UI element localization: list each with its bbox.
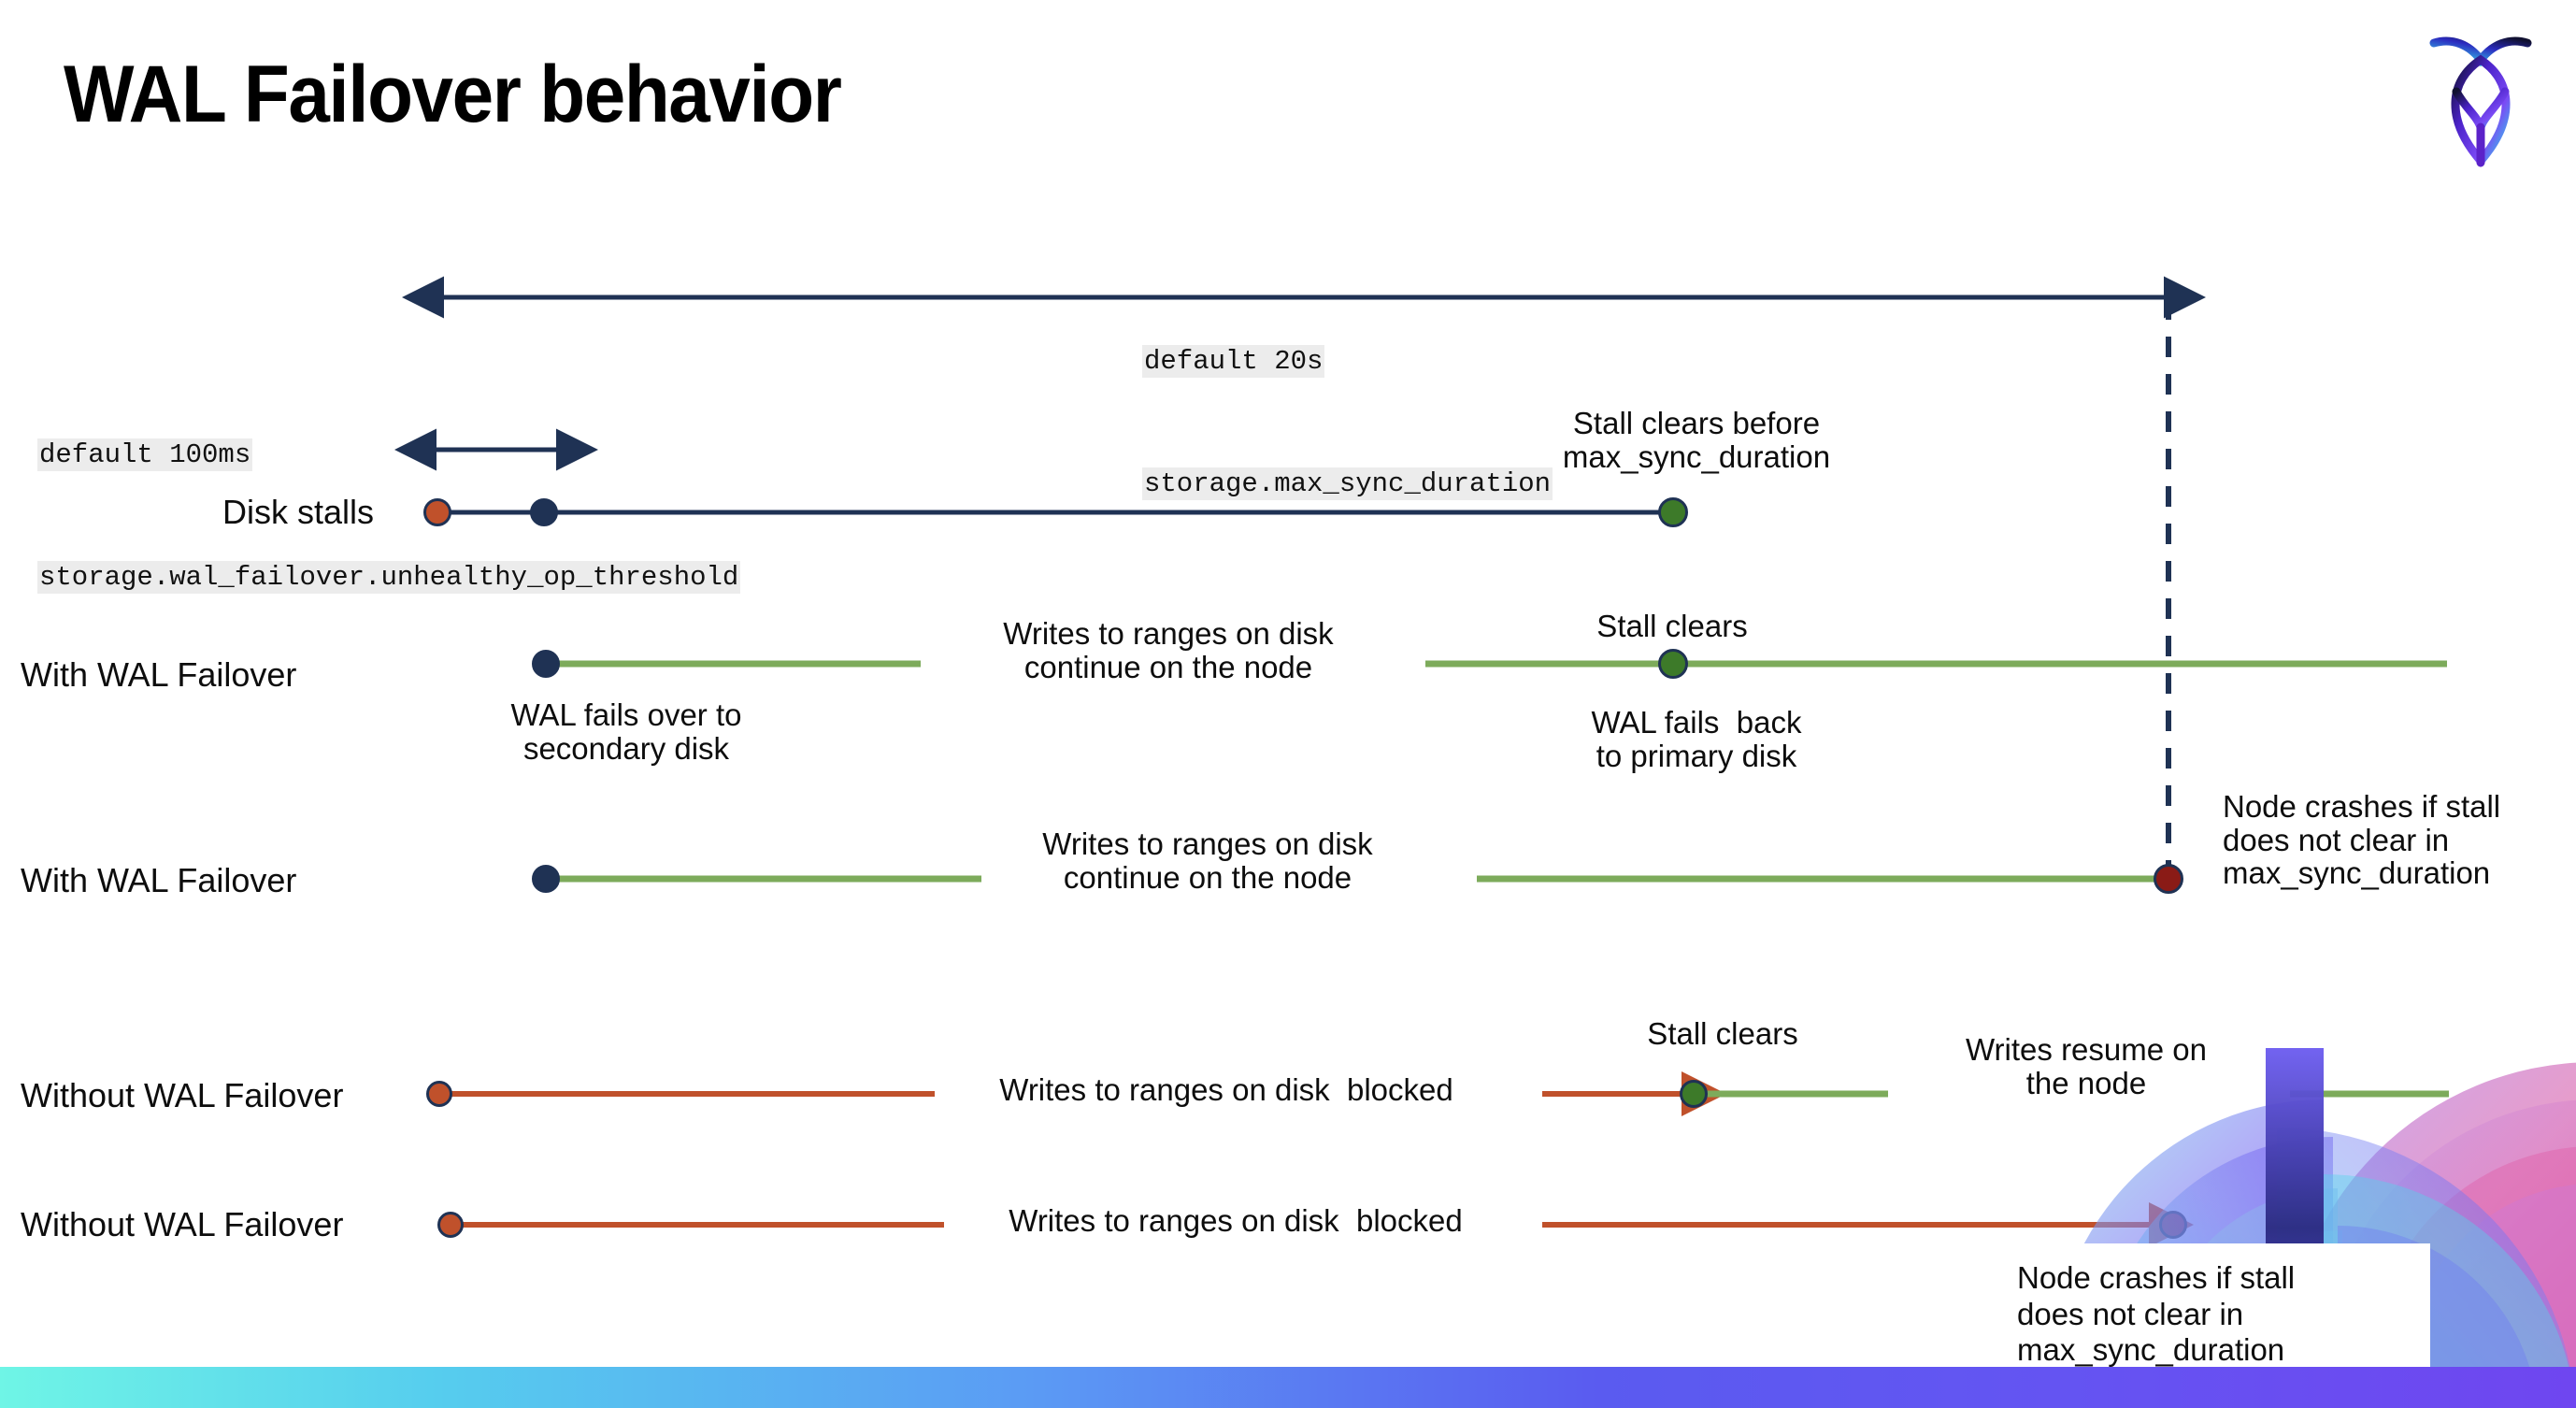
row-label-with-wal-failover-1: With WAL Failover bbox=[21, 655, 297, 694]
note-writes-continue-row2: Writes to ranges on disk continue on the… bbox=[1003, 616, 1334, 684]
row-label-without-wal-failover-1: Without WAL Failover bbox=[21, 1076, 344, 1114]
note-writes-resume-row4: Writes resume on the node bbox=[1966, 1032, 2207, 1100]
note-stall-clears-row4: Stall clears bbox=[1647, 1016, 1798, 1051]
note-wal-fails-back-primary: WAL fails back to primary disk bbox=[1591, 705, 1802, 773]
dot-failover-row1 bbox=[530, 498, 558, 526]
note-node-crashes-row3: Node crashes if stall does not clear in … bbox=[2223, 789, 2501, 891]
dot-stall-clears-row2 bbox=[1658, 649, 1688, 679]
max-sync-duration-annotation: default 20s storage.max_sync_duration bbox=[1142, 260, 1553, 585]
note-wal-fails-over-secondary: WAL fails over to secondary disk bbox=[510, 697, 742, 766]
note-writes-continue-row3: Writes to ranges on disk continue on the… bbox=[1042, 826, 1373, 895]
note-writes-blocked-row4: Writes to ranges on disk blocked bbox=[999, 1072, 1453, 1107]
dot-node-crash-row3 bbox=[2154, 864, 2183, 894]
note-node-crashes-row5: Node crashes if stall does not clear in … bbox=[2017, 1260, 2296, 1368]
note-writes-blocked-row5: Writes to ranges on disk blocked bbox=[1009, 1203, 1463, 1238]
max-sync-default-label: default 20s bbox=[1142, 345, 1325, 378]
row-label-disk-stalls: Disk stalls bbox=[222, 493, 375, 531]
max-sync-setting-label: storage.max_sync_duration bbox=[1142, 467, 1553, 500]
dot-stall-clears-row4 bbox=[1680, 1080, 1708, 1108]
note-stall-clears-row2: Stall clears bbox=[1596, 609, 1748, 643]
unhealthy-op-setting-label: storage.wal_failover.unhealthy_op_thresh… bbox=[37, 560, 741, 594]
note-stall-clears-before-max-sync: Stall clears before max_sync_duration bbox=[1562, 406, 1831, 474]
dot-node-crash-row5 bbox=[2159, 1211, 2187, 1239]
bottom-gradient-band bbox=[0, 1367, 2576, 1408]
row-label-with-wal-failover-2: With WAL Failover bbox=[21, 861, 297, 899]
dot-stall-start-row4 bbox=[426, 1081, 452, 1107]
page-title: WAL Failover behavior bbox=[64, 50, 842, 139]
unhealthy-op-threshold-annotation: default 100ms storage.wal_failover.unhea… bbox=[37, 353, 741, 679]
dot-failover-row2 bbox=[532, 650, 560, 678]
dot-stall-start-row5 bbox=[437, 1212, 464, 1238]
row-label-without-wal-failover-2: Without WAL Failover bbox=[21, 1205, 344, 1243]
dot-stall-clears-row1 bbox=[1658, 497, 1688, 527]
unhealthy-op-default-label: default 100ms bbox=[37, 438, 253, 471]
cockroachdb-logo-icon bbox=[2421, 22, 2540, 172]
dot-failover-row3 bbox=[532, 865, 560, 893]
dot-stall-start-row1 bbox=[423, 498, 451, 526]
